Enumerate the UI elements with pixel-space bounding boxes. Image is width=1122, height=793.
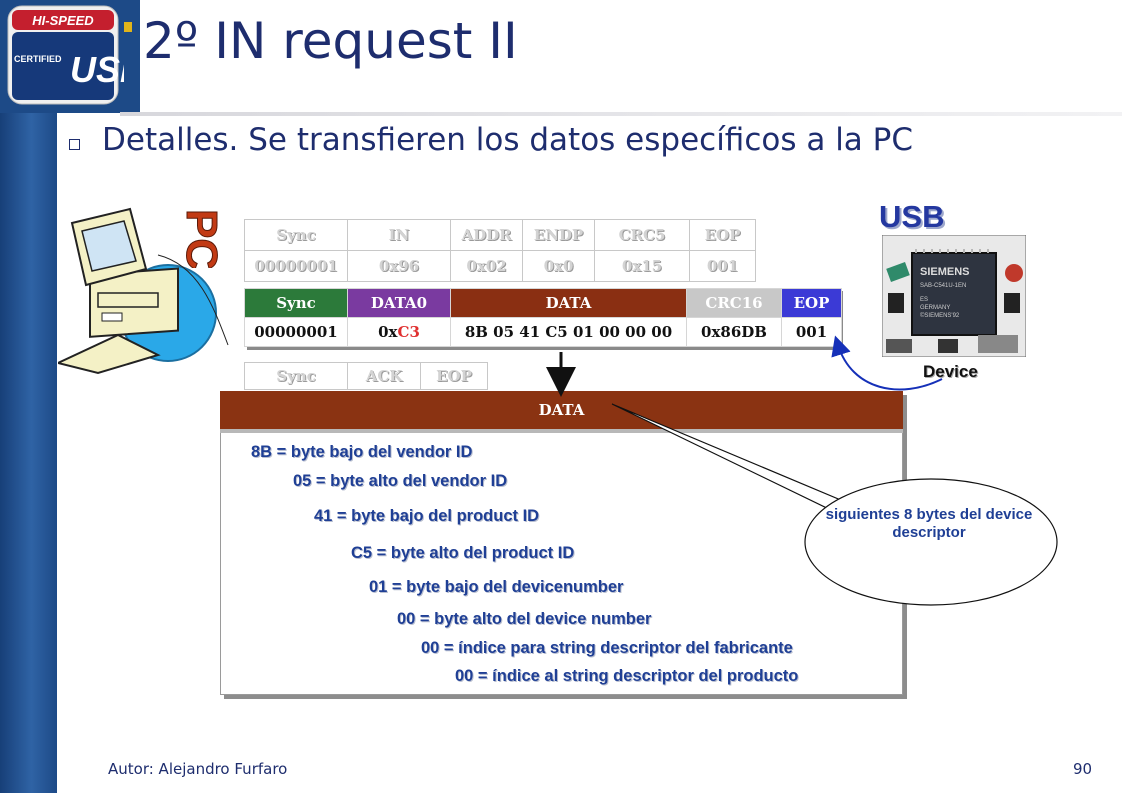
data-packet-header-data0: DATA0 [347,288,451,318]
pid-value: C3 [397,323,420,341]
data-byte-line: 00 = índice para string descriptor del f… [421,639,793,657]
token-header-cell: Sync [244,219,348,251]
token-value-cell: 001 [689,250,756,282]
logo-certified-text: CERTIFIED [14,54,62,64]
chip-line5: ©SIEMENS'92 [920,312,960,319]
data-byte-line: 00 = índice al string descriptor del pro… [455,667,799,685]
data-byte-line: 01 = byte bajo del devicenumber [369,578,624,596]
ack-packet-table: Sync ACK EOP [244,362,488,390]
logo-accent [124,22,132,32]
data-byte-line: 8B = byte bajo del vendor ID [251,443,473,461]
pc-label: PC [150,208,227,271]
data-detail-header-label: DATA [538,401,585,419]
token-header-cell: EOP [689,219,756,251]
data-packet-header-sync: Sync [244,288,348,318]
data-packet-value-data: 8B 05 41 C5 01 00 00 00 [450,317,687,347]
data-packet-value-pid: 0xC3 [347,317,451,347]
logo-hispeed-text: HI-SPEED [32,13,94,28]
data-packet-value-sync: 00000001 [244,317,348,347]
token-packet-header-row: Sync IN ADDR ENDP CRC5 EOP [244,219,756,251]
chip-line3: ES [920,297,928,303]
footer-author: Autor: Alejandro Furfaro [108,760,288,778]
usb-label: USB [879,199,945,234]
pid-prefix: 0x [378,323,398,341]
pc-computer-illustration [58,207,229,375]
logo-usb-text: USB [70,49,124,90]
data-packet-header-crc16: CRC16 [686,288,782,318]
data-packet-header-data: DATA [450,288,687,318]
token-header-cell: ENDP [522,219,595,251]
data-byte-line: 41 = byte bajo del product ID [314,507,540,525]
token-value-cell: 0x96 [347,250,451,282]
usb-certified-logo: HI-SPEED CERTIFIED USB [7,5,124,105]
token-value-cell: 00000001 [244,250,348,282]
chip-line4: GERMANY [920,305,950,311]
chip-brand: SIEMENS [920,266,970,278]
device-label: Device [923,362,978,381]
data-packet-header-eop: EOP [781,288,842,318]
ack-header-cell: ACK [347,362,421,390]
pc-label-text: PC [177,209,220,268]
token-value-cell: 0x0 [522,250,595,282]
bullet-square-icon [69,139,80,150]
callout-text: siguientes 8 bytes del device descriptor [825,506,1033,541]
chip-part: SAB-C541U-1EN [920,283,966,289]
token-header-cell: CRC5 [594,219,690,251]
data-byte-line: C5 = byte alto del product ID [351,544,575,562]
token-value-cell: 0x15 [594,250,690,282]
usb-device-chip-image: SIEMENS SAB-C541U-1EN ES GERMANY ©SIEMEN… [882,235,1026,357]
slide-side-band [0,0,57,793]
data-byte-line: 05 = byte alto del vendor ID [293,472,508,490]
ack-packet-header-row: Sync ACK EOP [244,362,488,390]
data-packet-header-row: Sync DATA0 DATA CRC16 EOP [244,288,842,318]
data-packet-table: Sync DATA0 DATA CRC16 EOP 00000001 0xC3 … [244,288,842,347]
token-header-cell: ADDR [450,219,523,251]
footer-page-number: 90 [1073,760,1093,778]
data-byte-line: 00 = byte alto del device number [397,610,652,628]
title-underline [120,112,1122,116]
token-packet-table: Sync IN ADDR ENDP CRC5 EOP 00000001 0x96… [244,219,756,282]
token-header-cell: IN [347,219,451,251]
token-packet-value-row: 00000001 0x96 0x02 0x0 0x15 001 [244,250,756,282]
data-packet-value-row: 00000001 0xC3 8B 05 41 C5 01 00 00 00 0x… [244,317,842,347]
ack-header-cell: Sync [244,362,348,390]
data-packet-value-crc16: 0x86DB [686,317,782,347]
slide-title: 2º IN request II [143,12,518,70]
slide-subtitle: Detalles. Se transfieren los datos espec… [102,122,913,158]
ack-header-cell: EOP [420,362,488,390]
token-value-cell: 0x02 [450,250,523,282]
data-packet-value-eop: 001 [781,317,842,347]
